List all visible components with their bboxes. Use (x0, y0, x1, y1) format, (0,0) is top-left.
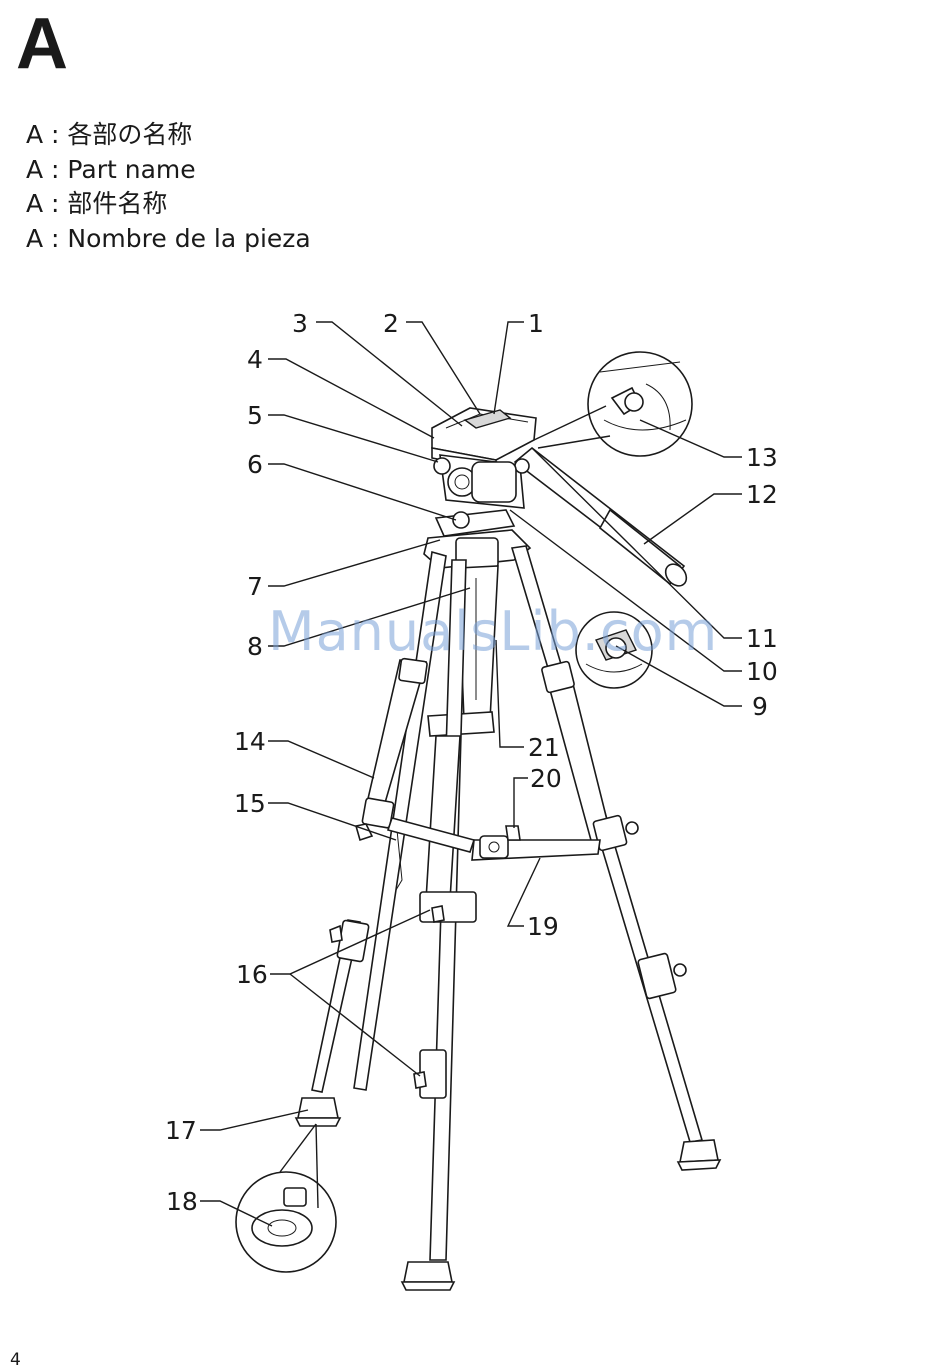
callout-5: 5 (247, 401, 263, 430)
callout-3: 3 (292, 309, 308, 338)
callout-16: 16 (236, 960, 268, 989)
callout-20: 20 (530, 764, 562, 793)
callout-17: 17 (165, 1116, 197, 1145)
tripod-illustration (236, 352, 720, 1290)
callout-8: 8 (247, 632, 263, 661)
callout-6: 6 (247, 450, 263, 479)
callout-10: 10 (746, 657, 778, 686)
callout-21: 21 (528, 733, 560, 762)
callout-13: 13 (746, 443, 778, 472)
callout-4: 4 (247, 345, 263, 374)
callout-14: 14 (234, 727, 266, 756)
watermark: ManualsLib.com (268, 600, 718, 663)
callout-11: 11 (746, 624, 778, 653)
callout-9: 9 (752, 692, 768, 721)
callout-18: 18 (166, 1187, 198, 1216)
callout-12: 12 (746, 480, 778, 509)
callout-19: 19 (527, 912, 559, 941)
callout-15: 15 (234, 789, 266, 818)
callout-1: 1 (528, 309, 544, 338)
page-number: 4 (10, 1350, 21, 1370)
callout-2: 2 (383, 309, 399, 338)
callout-7: 7 (247, 572, 263, 601)
